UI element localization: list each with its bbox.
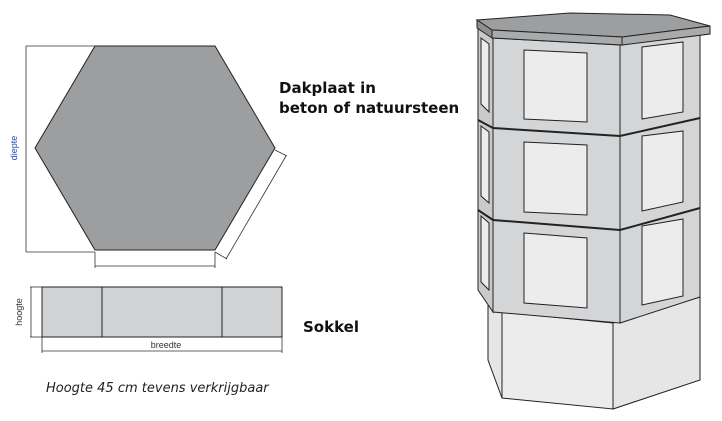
dimension-lines — [25, 45, 288, 353]
depth-label: diepte — [9, 136, 19, 161]
height-label: hoogte — [14, 298, 24, 326]
width-label: breedte — [151, 340, 182, 350]
roof-label-line2: beton of natuursteen — [279, 99, 460, 117]
base-label: Sokkel — [303, 318, 359, 336]
base-side-view — [41, 286, 283, 338]
roof-plate-top-view — [34, 45, 276, 251]
height-note: Hoogte 45 cm tevens verkrijgbaar — [46, 381, 269, 396]
columbarium-column — [475, 12, 711, 410]
roof-label-line1: Dakplaat in — [279, 79, 376, 97]
